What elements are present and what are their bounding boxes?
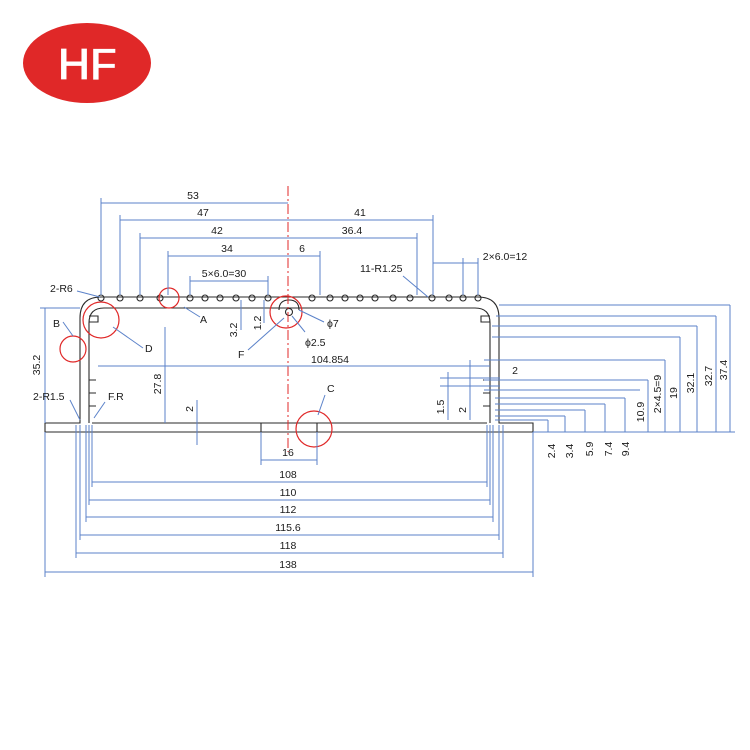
dim-35-2: 35.2 xyxy=(31,355,43,376)
dim-115-6: 115.6 xyxy=(275,522,301,534)
dim-32-7: 32.7 xyxy=(703,366,715,387)
dim-2-4: 2.4 xyxy=(546,444,558,459)
dim-5x6: 5×6.0=30 xyxy=(202,268,247,280)
callout-C: C xyxy=(327,383,335,395)
horizontal-dimension-labels: 53 47 41 42 36.4 34 6 5×6.0=30 2×6.0=12 … xyxy=(187,190,527,571)
callout-A: A xyxy=(200,314,207,326)
callout-B: B xyxy=(53,318,60,330)
dim-10-9: 10.9 xyxy=(635,402,647,423)
callout-F: F xyxy=(238,349,244,361)
dim-5-9: 5.9 xyxy=(584,442,596,457)
dim-9-4: 9.4 xyxy=(620,442,632,457)
dim-104-854: 104.854 xyxy=(311,354,349,366)
callout-labels: 2-R6 11-R1.25 2-R1.5 F.R ϕ7 ϕ2.5 A B C D… xyxy=(33,263,403,403)
dim-2-right: 2 xyxy=(512,365,518,377)
dim-6: 6 xyxy=(299,243,305,255)
dim-53: 53 xyxy=(187,190,199,202)
dim-34: 34 xyxy=(221,243,233,255)
dim-3-2: 3.2 xyxy=(228,323,240,338)
dim-37-4: 37.4 xyxy=(718,360,730,381)
dim-32-1: 32.1 xyxy=(685,373,697,394)
dim-19: 19 xyxy=(668,387,680,399)
dimension-lines xyxy=(40,198,735,577)
callout-D: D xyxy=(145,343,153,355)
callout-r1-5: 2-R1.5 xyxy=(33,391,65,403)
dim-16: 16 xyxy=(282,447,294,459)
dim-1-5: 1.5 xyxy=(435,400,447,415)
brand-logo: HF xyxy=(23,23,151,103)
dim-36-4: 36.4 xyxy=(342,225,363,237)
callout-r6: 2-R6 xyxy=(50,283,73,295)
callout-r1-25: 11-R1.25 xyxy=(360,263,403,275)
callout-phi2-5: ϕ2.5 xyxy=(305,337,326,349)
dim-2-vert: 2 xyxy=(457,407,469,413)
dim-3-4: 3.4 xyxy=(564,444,576,459)
dim-2x6: 2×6.0=12 xyxy=(483,251,528,263)
vertical-dimension-labels: 35.2 27.8 3.2 1.2 2 1.5 2 10.9 2×4.5=9 1… xyxy=(31,316,730,459)
callout-phi7: ϕ7 xyxy=(327,318,339,330)
callout-fr: F.R xyxy=(108,391,124,403)
logo-text: HF xyxy=(57,38,116,90)
dim-47: 47 xyxy=(197,207,209,219)
dim-1-2: 1.2 xyxy=(252,316,264,331)
dim-112: 112 xyxy=(280,504,297,516)
dim-108: 108 xyxy=(279,469,297,481)
dim-42: 42 xyxy=(211,225,223,237)
dim-2x4-5: 2×4.5=9 xyxy=(652,375,664,414)
dim-41: 41 xyxy=(354,207,366,219)
dim-110: 110 xyxy=(280,487,297,499)
dim-27-8: 27.8 xyxy=(152,374,164,395)
logo-ellipse xyxy=(23,23,151,103)
dim-118: 118 xyxy=(280,540,297,552)
dim-7-4: 7.4 xyxy=(603,442,615,457)
dim-2-left: 2 xyxy=(184,406,196,412)
dim-138: 138 xyxy=(279,559,297,571)
profile-outline xyxy=(44,294,534,433)
